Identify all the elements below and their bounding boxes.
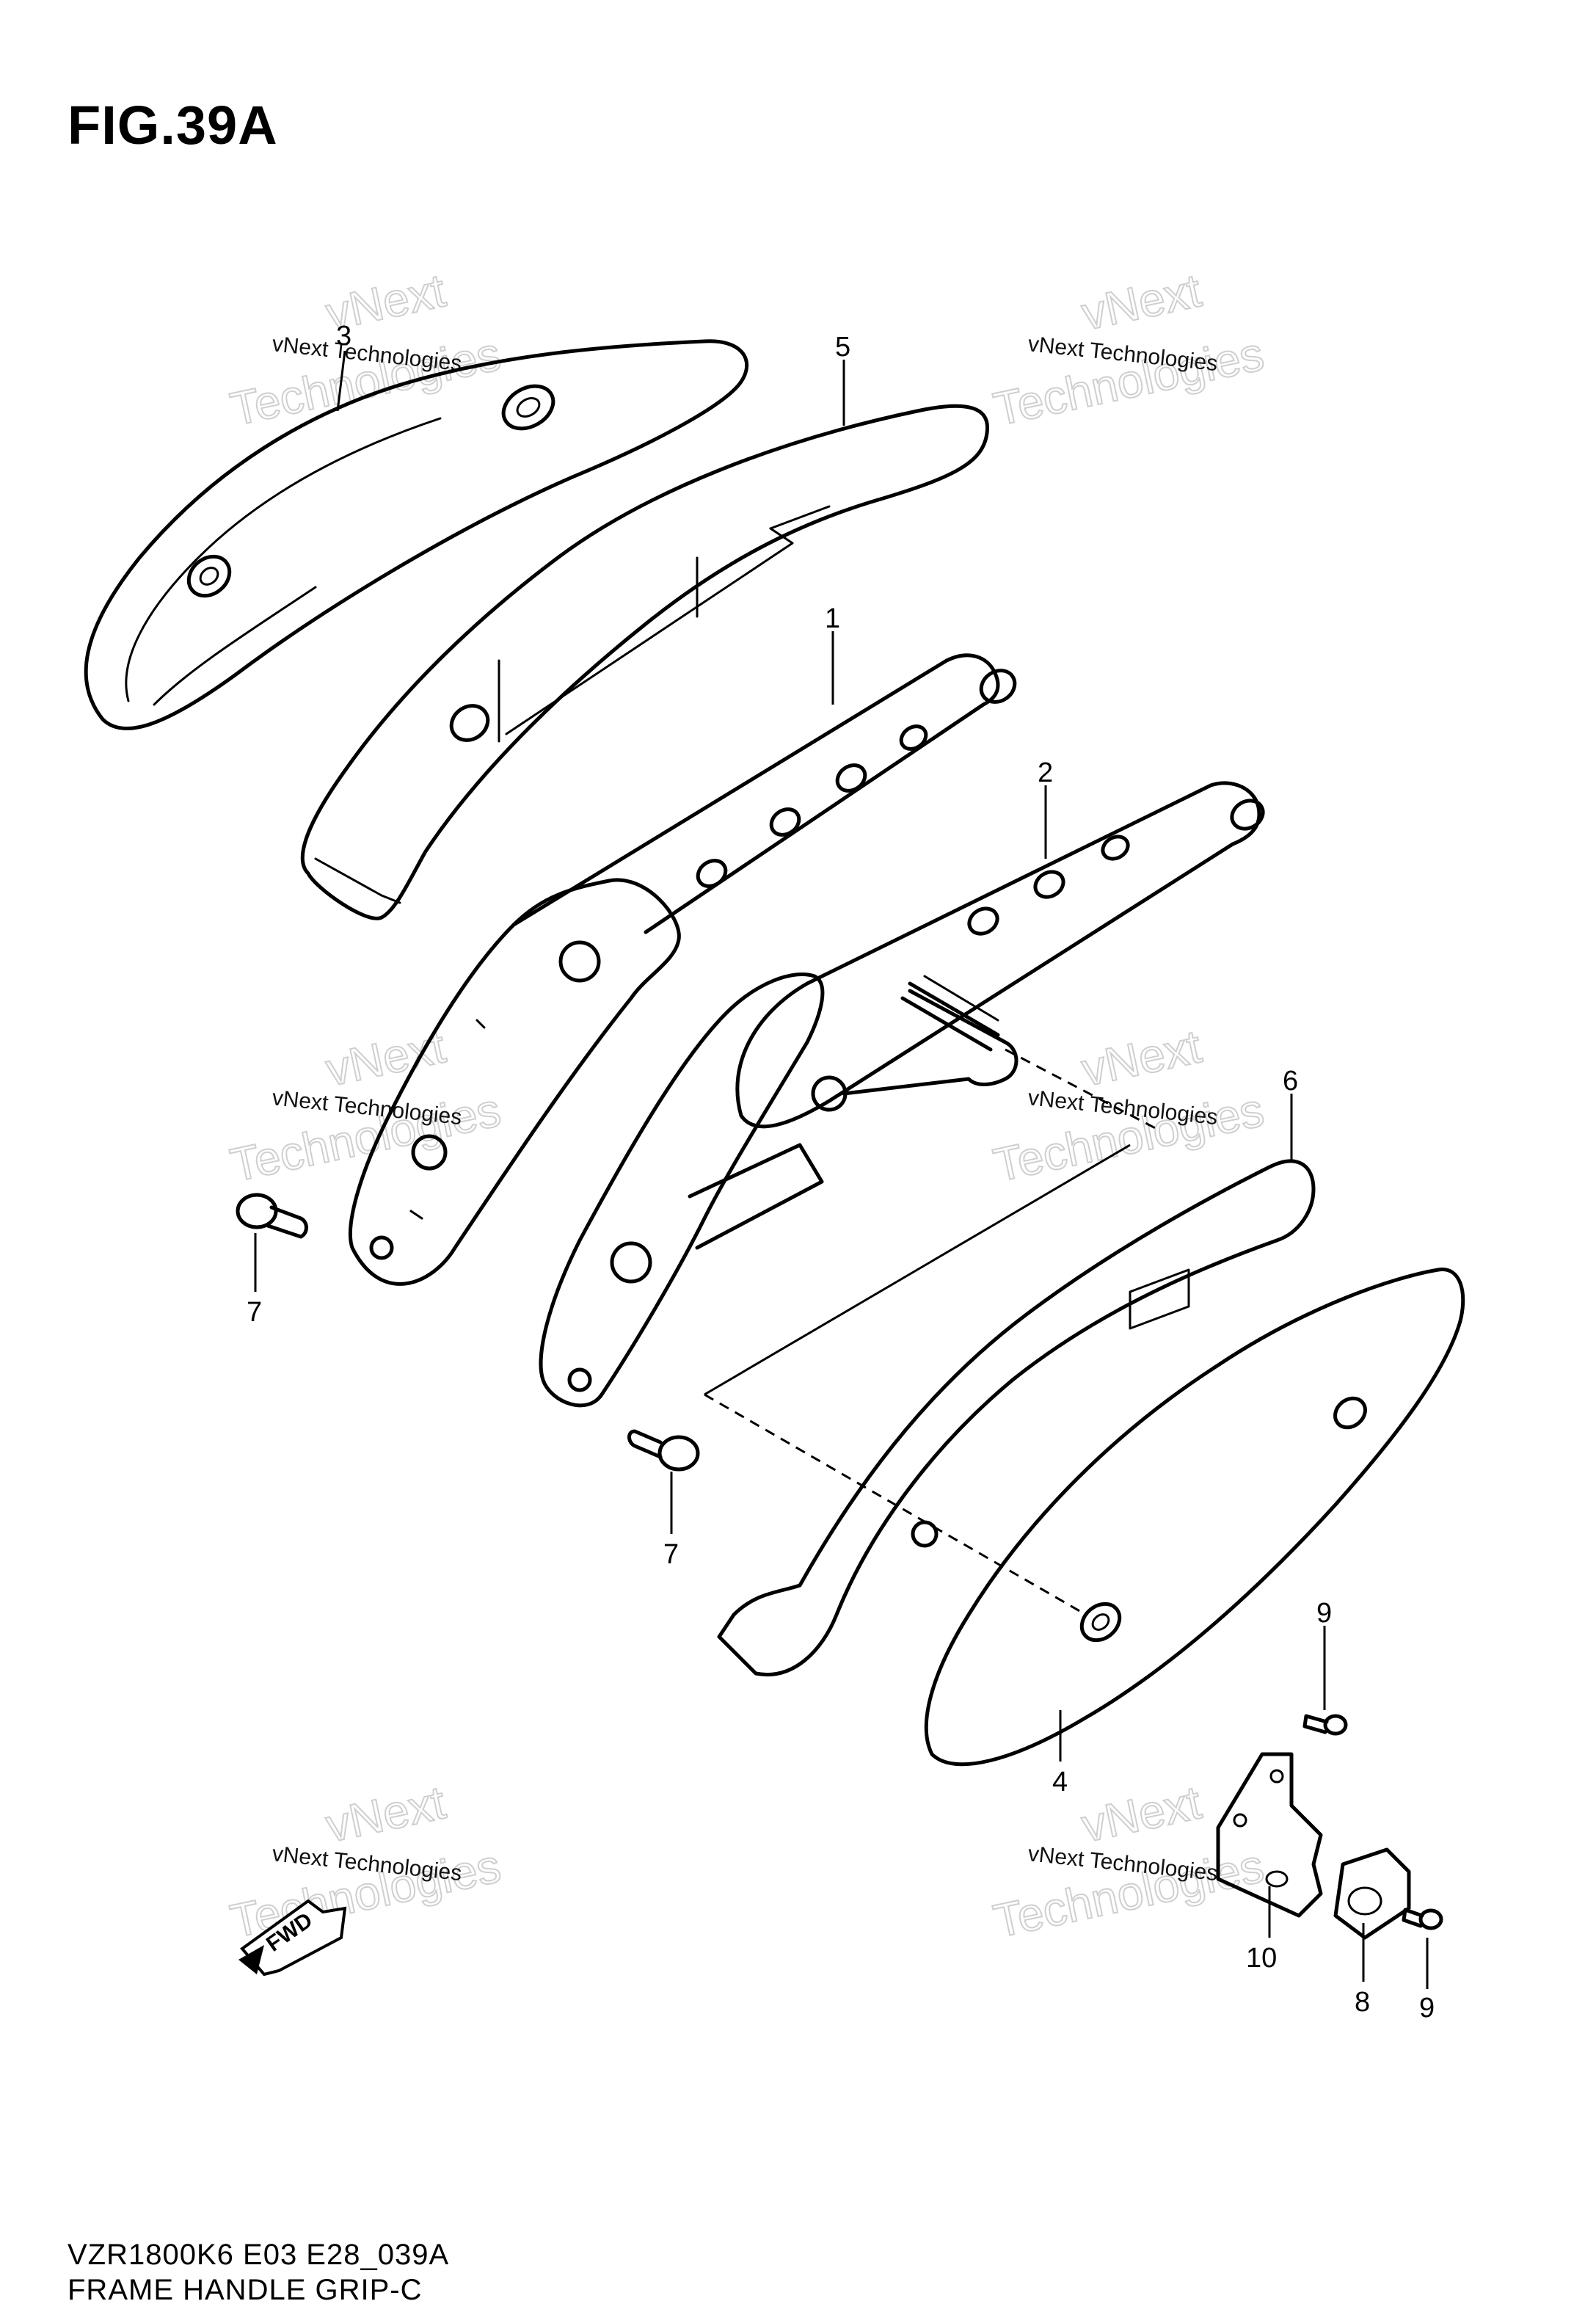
part-7-bolt-center — [627, 1429, 700, 1472]
watermark-top-right: vNext Technologies vNext Technologies — [988, 263, 1269, 436]
part-2-right-bracket — [539, 781, 1265, 1408]
watermark-big-top: vNext — [1077, 1019, 1206, 1096]
part-6-lower-inner-handle — [717, 1159, 1316, 1676]
leader-line-3 — [336, 350, 346, 412]
watermark-big-top: vNext — [1077, 263, 1206, 340]
watermark-bottom-right: vNext Technologies vNext Technologies — [988, 1775, 1269, 1948]
callout-7-center: 7 — [663, 1539, 679, 1570]
callout-7-left: 7 — [247, 1297, 262, 1328]
part-7-bolt-left — [236, 1193, 308, 1239]
callout-2: 2 — [1038, 757, 1053, 788]
part-9-screw-upper — [1302, 1714, 1348, 1736]
assembly-guide-line — [1005, 1048, 1160, 1132]
part-4-lower-cover — [924, 1268, 1465, 1767]
diagram-caption: FRAME HANDLE GRIP-C — [68, 2274, 423, 2306]
part-5-upper-inner-handle — [300, 404, 990, 920]
part-9-screw-lower — [1402, 1908, 1443, 1930]
assembly-guide-line — [704, 1144, 1131, 1396]
watermark-big-top: vNext — [321, 1019, 450, 1096]
callout-4: 4 — [1052, 1767, 1068, 1797]
assembly-guide-line — [704, 1393, 1087, 1616]
watermark-big-top: vNext — [321, 1775, 450, 1852]
part-3-upper-cover — [84, 339, 749, 731]
direction-marker: FWD — [238, 1899, 347, 1977]
callout-1: 1 — [825, 603, 840, 634]
watermark-top-left: vNext Technologies vNext Technologies — [225, 263, 506, 436]
part-1-left-bracket — [349, 653, 1017, 1286]
callout-6: 6 — [1283, 1066, 1298, 1097]
callout-8: 8 — [1355, 1987, 1370, 2018]
figure-title: FIG.39A — [68, 95, 278, 156]
pin-shaft — [900, 981, 1000, 1052]
callout-9-lower: 9 — [1419, 1993, 1435, 2024]
callout-5: 5 — [835, 332, 850, 363]
watermark-mid-right: vNext Technologies vNext Technologies — [988, 1019, 1269, 1192]
model-code: VZR1800K6 E03 E28_039A — [68, 2239, 450, 2271]
arrow-left-icon — [238, 1899, 347, 1977]
callout-10: 10 — [1246, 1943, 1277, 1974]
callout-3: 3 — [336, 321, 351, 352]
callout-9-upper: 9 — [1316, 1598, 1332, 1629]
part-8-clamp — [1333, 1847, 1411, 1940]
watermark-bottom-left: vNext Technologies vNext Technologies — [225, 1775, 506, 1948]
part-10-small-bracket — [1216, 1752, 1323, 1918]
watermark-big-top: vNext — [1077, 1775, 1206, 1852]
